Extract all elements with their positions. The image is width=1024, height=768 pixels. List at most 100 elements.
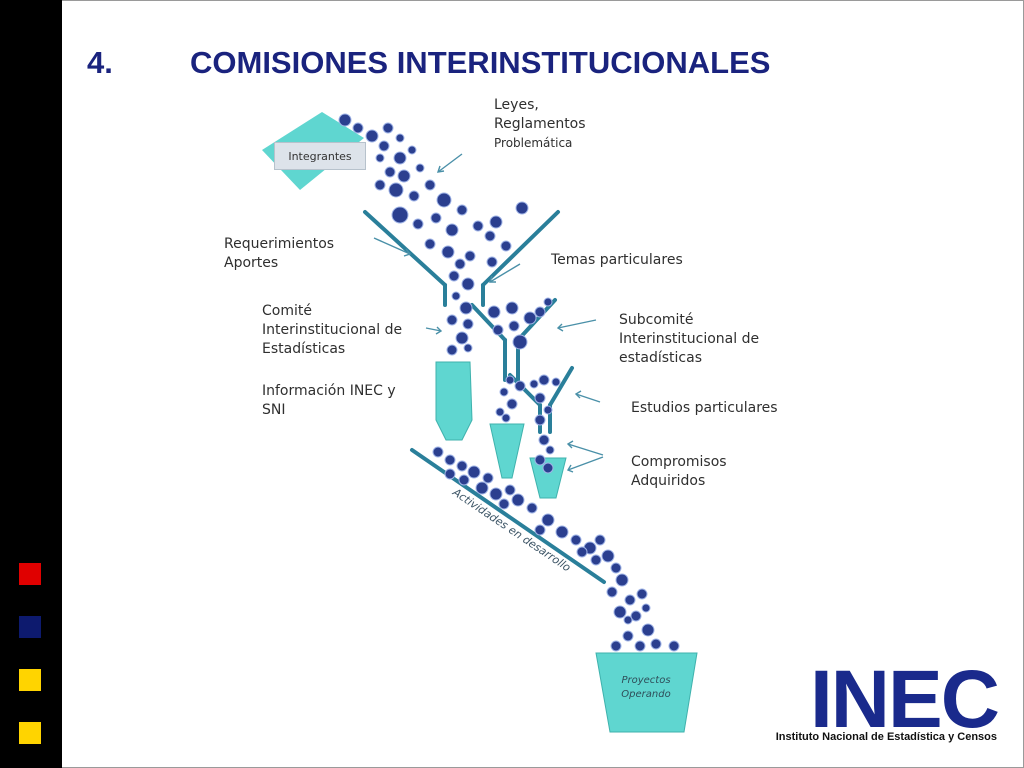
ball-particle: [388, 182, 404, 198]
ball-particle: [464, 250, 476, 262]
ball-particle: [432, 446, 444, 458]
ball-particle: [352, 122, 364, 134]
ball-particle: [375, 153, 385, 163]
blue-square-icon: [19, 616, 41, 638]
top-border: [62, 0, 1024, 1]
ball-particle: [636, 588, 648, 600]
estudios-label: Estudios particulares: [631, 400, 778, 416]
ball-particle: [486, 256, 498, 268]
ball-particle: [487, 305, 501, 319]
cup-container: [529, 457, 567, 499]
ball-particle: [534, 454, 546, 466]
ball-particle: [504, 484, 516, 496]
ball-particle: [499, 387, 509, 397]
slide-title: COMISIONES INTERINSTITUCIONALES: [190, 45, 771, 80]
proyectos-bucket: [595, 652, 698, 733]
ball-particle: [623, 615, 633, 625]
ball-particle: [511, 493, 525, 507]
ball-particle: [446, 344, 458, 356]
ball-particle: [601, 549, 615, 563]
ball-particle: [630, 610, 642, 622]
ball-particle: [489, 487, 503, 501]
informacion-line-2: SNI: [262, 402, 286, 418]
aportes-line: Aportes: [224, 255, 279, 271]
ball-particle: [444, 468, 456, 480]
ball-particle: [445, 223, 459, 237]
ball-particle: [534, 524, 546, 536]
ball-particle: [407, 145, 417, 155]
ball-particle: [543, 405, 553, 415]
ball-particle: [412, 218, 424, 230]
subcomite-label: Subcomité Interinstitucional de estadíst…: [619, 311, 759, 368]
ball-particle: [408, 190, 420, 202]
ball-particle: [610, 640, 622, 652]
ball-particle: [461, 277, 475, 291]
ball-particle: [505, 375, 515, 385]
ball-particle: [393, 151, 407, 165]
ball-particle: [424, 238, 436, 250]
ball-particle: [456, 204, 468, 216]
ball-particle: [500, 240, 512, 252]
ball-particle: [668, 640, 680, 652]
ball-particle: [570, 534, 582, 546]
problematica-line: Problemática: [494, 136, 573, 150]
ball-particle: [455, 331, 469, 345]
comite-line-1: Comité: [262, 303, 312, 319]
temas-label: Temas particulares: [551, 252, 683, 268]
ball-particle: [446, 314, 458, 326]
ball-particle: [448, 270, 460, 282]
ball-particle: [541, 513, 555, 527]
ball-particle: [538, 374, 550, 386]
ball-particle: [472, 220, 484, 232]
comite-line-3: Estadísticas: [262, 341, 346, 357]
requerimientos-line: Requerimientos: [224, 236, 335, 252]
slide-title-number: 4.: [87, 45, 113, 80]
requerimientos-label: Requerimientos Aportes: [224, 235, 334, 273]
ball-particle: [534, 306, 546, 318]
ball-particle: [543, 297, 553, 307]
reglamentos-line: Reglamentos: [494, 116, 586, 132]
ball-particle: [523, 311, 537, 325]
yellow-square-icon: [19, 722, 41, 744]
informacion-line-1: Información INEC y: [262, 383, 396, 399]
ball-particle: [397, 169, 411, 183]
ball-particle: [378, 140, 390, 152]
ball-particles: [338, 113, 680, 652]
ball-particle: [534, 414, 546, 426]
ball-particle: [508, 320, 520, 332]
ball-particle: [382, 122, 394, 134]
ball-particle: [451, 291, 461, 301]
ball-particle: [526, 502, 538, 514]
ball-particle: [590, 554, 602, 566]
ball-particle: [515, 201, 529, 215]
ball-particle: [534, 392, 546, 404]
ball-particle: [641, 603, 651, 613]
ball-particle: [492, 324, 504, 336]
ball-particle: [436, 192, 452, 208]
ball-particle: [395, 133, 405, 143]
ball-particle: [444, 454, 456, 466]
ball-particle: [529, 379, 539, 389]
compromisos-line-1: Compromisos: [631, 454, 727, 470]
yellow-square-icon: [19, 669, 41, 691]
ball-particle: [610, 562, 622, 574]
ball-particle: [462, 318, 474, 330]
ball-particle: [514, 380, 526, 392]
compromisos-label: Compromisos Adquiridos: [631, 453, 727, 491]
proyectos-label-1: Proyectos: [621, 675, 670, 686]
arrows: [373, 153, 604, 473]
ball-particle: [501, 413, 511, 423]
ball-particle: [594, 534, 606, 546]
ball-particle: [498, 498, 510, 510]
ball-particle: [615, 573, 629, 587]
ball-particle: [441, 245, 455, 259]
ball-particle: [551, 377, 561, 387]
ball-particle: [475, 481, 489, 495]
leyes-label: Leyes, Reglamentos Problemática: [494, 96, 586, 153]
ball-particle: [512, 334, 528, 350]
inec-logo-subtitle: Instituto Nacional de Estadística y Cens…: [775, 731, 997, 743]
ball-particle: [467, 465, 481, 479]
ball-particle: [424, 179, 436, 191]
subcomite-line-1: Subcomité: [619, 312, 694, 328]
ball-particle: [576, 546, 588, 558]
